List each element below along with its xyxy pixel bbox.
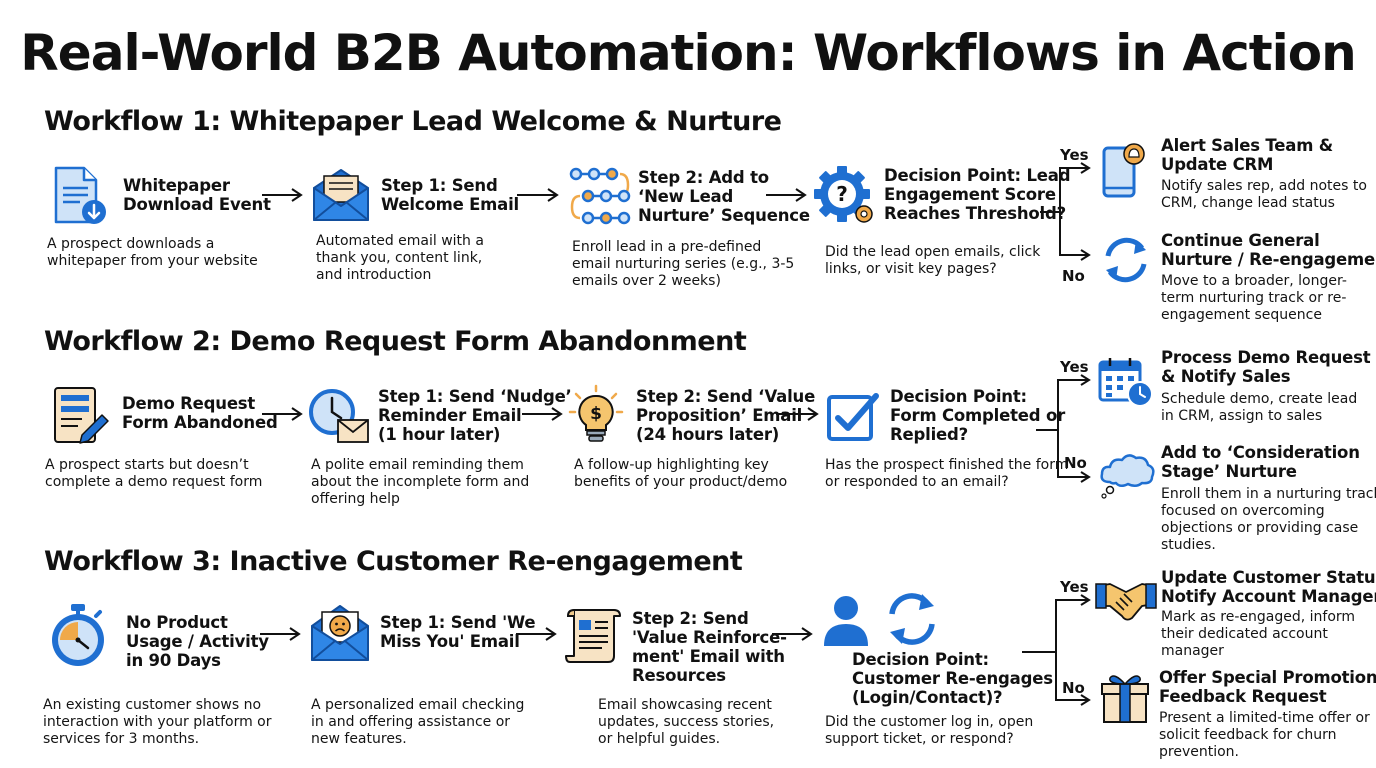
gift-icon bbox=[1101, 675, 1149, 723]
w1-yes-title: Alert Sales Team &Update CRM bbox=[1161, 136, 1333, 174]
checkbox-icon bbox=[827, 393, 879, 441]
stopwatch-icon bbox=[52, 604, 104, 666]
w3-yes-title: Update Customer Status &Notify Account M… bbox=[1161, 568, 1376, 606]
w1-no-desc: Move to a broader, longer-term nurturing… bbox=[1161, 273, 1347, 323]
envelope-icon bbox=[313, 169, 369, 221]
svg-text:?: ? bbox=[836, 182, 848, 206]
w2-yes-label: Yes bbox=[1060, 358, 1089, 376]
w3-decision-title: Decision Point:Customer Re-engages(Login… bbox=[852, 650, 1053, 707]
handshake-icon bbox=[1095, 583, 1157, 621]
workflow-1-title: Workflow 1: Whitepaper Lead Welcome & Nu… bbox=[44, 106, 782, 137]
user-refresh-icon bbox=[824, 593, 935, 646]
page-title: Real-World B2B Automation: Workflows in … bbox=[20, 24, 1356, 82]
workflow-2-title: Workflow 2: Demo Request Form Abandonmen… bbox=[44, 326, 747, 357]
gear-question-icon: ? bbox=[814, 166, 873, 223]
refresh-cycle-icon bbox=[1105, 237, 1147, 283]
w2-step1-title: Step 1: Send ‘Nudge’Reminder Email(1 hou… bbox=[378, 387, 572, 444]
scroll-document-icon bbox=[565, 609, 621, 663]
w3-yes-label: Yes bbox=[1060, 578, 1089, 596]
w3-no-title: Offer Special Promotion /Feedback Reques… bbox=[1159, 668, 1376, 706]
w3-no-label: No bbox=[1062, 679, 1085, 697]
w2-yes-title: Process Demo Request& Notify Sales bbox=[1161, 348, 1371, 386]
document-download-icon bbox=[54, 166, 106, 224]
w1-yes-label: Yes bbox=[1060, 146, 1089, 164]
phone-alert-icon bbox=[1102, 143, 1145, 198]
workflow-3-title: Workflow 3: Inactive Customer Re-engagem… bbox=[44, 546, 743, 577]
w1-no-label: No bbox=[1062, 267, 1085, 285]
w3-step2-title: Step 2: Send'Value Reinforce-ment' Email… bbox=[632, 609, 787, 685]
lightbulb-dollar-icon: $ bbox=[568, 384, 624, 442]
calendar-clock-icon bbox=[1098, 358, 1153, 407]
form-pencil-icon bbox=[54, 387, 109, 444]
clock-envelope-icon bbox=[309, 389, 369, 443]
svg-text:$: $ bbox=[590, 404, 602, 424]
w2-no-label: No bbox=[1064, 454, 1087, 472]
sad-envelope-icon bbox=[311, 605, 369, 661]
sequence-nodes-icon bbox=[569, 167, 631, 225]
thought-cloud-icon bbox=[1100, 454, 1155, 499]
